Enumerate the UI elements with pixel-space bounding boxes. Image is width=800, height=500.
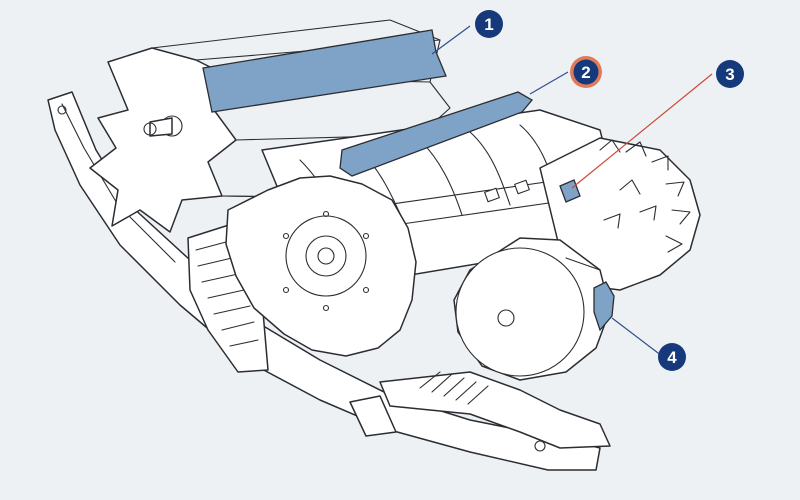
highlight-part-1 — [202, 29, 447, 113]
leader-line-1 — [431, 25, 471, 55]
highlight-part-4 — [593, 281, 615, 332]
leader-line-4 — [611, 317, 663, 357]
leader-lines — [431, 25, 713, 357]
highlight-part-2 — [339, 91, 533, 177]
leader-line-2 — [529, 71, 569, 95]
callout-4-label: 4 — [667, 348, 677, 367]
callout-4: 4 — [658, 343, 686, 371]
callout-1-label: 1 — [484, 15, 493, 34]
callout-2: 2 — [570, 56, 602, 88]
callout-1-circle — [475, 10, 503, 38]
callout-3-circle — [716, 60, 744, 88]
callout-4-circle — [658, 343, 686, 371]
callout-1: 1 — [475, 10, 503, 38]
leader-line-3 — [571, 73, 713, 189]
callout-2-label: 2 — [581, 63, 590, 82]
callout-3: 3 — [716, 60, 744, 88]
lower-frame — [349, 371, 611, 452]
callout-2-circle — [573, 59, 599, 85]
beater-rotor — [539, 137, 701, 291]
concave-grate — [187, 223, 269, 373]
front-drum — [453, 237, 611, 381]
cylinder-end-plate — [225, 175, 417, 357]
callout-3-label: 3 — [725, 65, 734, 84]
